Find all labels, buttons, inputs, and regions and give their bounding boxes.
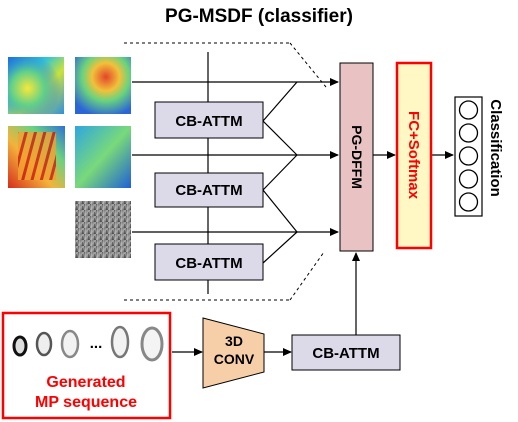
cb-attm-block-3: CB-ATTM bbox=[154, 243, 264, 281]
fc-softmax-block: FC+Softmax bbox=[395, 61, 433, 250]
mp-sequence-box: ... Generated MP sequence bbox=[1, 311, 172, 420]
mp-sequence-label-line1: Generated bbox=[46, 374, 125, 391]
cb-attm-block-2: CB-ATTM bbox=[154, 172, 264, 208]
classification-label: Classification bbox=[487, 99, 504, 197]
heatmap-image-4 bbox=[75, 126, 131, 188]
cb-attm-label-2: CB-ATTM bbox=[175, 182, 242, 199]
cb-attm-label-3: CB-ATTM bbox=[175, 255, 242, 272]
pg-dffm-label: PG-DFFM bbox=[349, 125, 365, 189]
conv3d-label-line2: CONV bbox=[214, 351, 255, 367]
arrows-into-pg-dffm bbox=[297, 78, 360, 338]
heatmap-image-2 bbox=[75, 57, 131, 114]
grayscale-image bbox=[75, 201, 131, 258]
melt-pool-frames: ... bbox=[12, 325, 164, 362]
sequence-ellipsis: ... bbox=[90, 335, 103, 352]
cb-attm-block-4: CB-ATTM bbox=[291, 334, 401, 371]
mp-frame-3 bbox=[60, 329, 80, 359]
conv3d-block: 3D CONV bbox=[202, 317, 265, 389]
output-node-4 bbox=[458, 169, 479, 189]
mp-frame-5 bbox=[140, 326, 164, 362]
heatmap-image-1 bbox=[8, 57, 64, 114]
cb-attm-label-4: CB-ATTM bbox=[312, 345, 379, 362]
output-node-5 bbox=[458, 192, 479, 212]
heatmap-image-3 bbox=[8, 126, 65, 188]
cb-attm-label-1: CB-ATTM bbox=[175, 113, 242, 130]
classification-output: Classification bbox=[454, 96, 504, 217]
output-node-3 bbox=[458, 146, 479, 166]
input-images bbox=[8, 57, 131, 258]
conv3d-label-line1: 3D bbox=[225, 333, 243, 349]
output-node-2 bbox=[458, 123, 479, 143]
pg-dffm-block: PG-DFFM bbox=[339, 62, 374, 252]
mp-frame-2 bbox=[35, 331, 53, 357]
diagram-title: PG-MSDF (classifier) bbox=[165, 6, 353, 27]
mp-frame-1 bbox=[12, 335, 28, 357]
output-node-1 bbox=[458, 100, 479, 120]
connection-lines bbox=[132, 52, 298, 294]
mp-frame-4 bbox=[110, 325, 130, 359]
fc-softmax-label: FC+Softmax bbox=[405, 111, 422, 200]
dashed-guides bbox=[124, 42, 327, 301]
mp-sequence-label-line2: MP sequence bbox=[35, 394, 137, 411]
cb-attm-block-1: CB-ATTM bbox=[154, 101, 264, 139]
